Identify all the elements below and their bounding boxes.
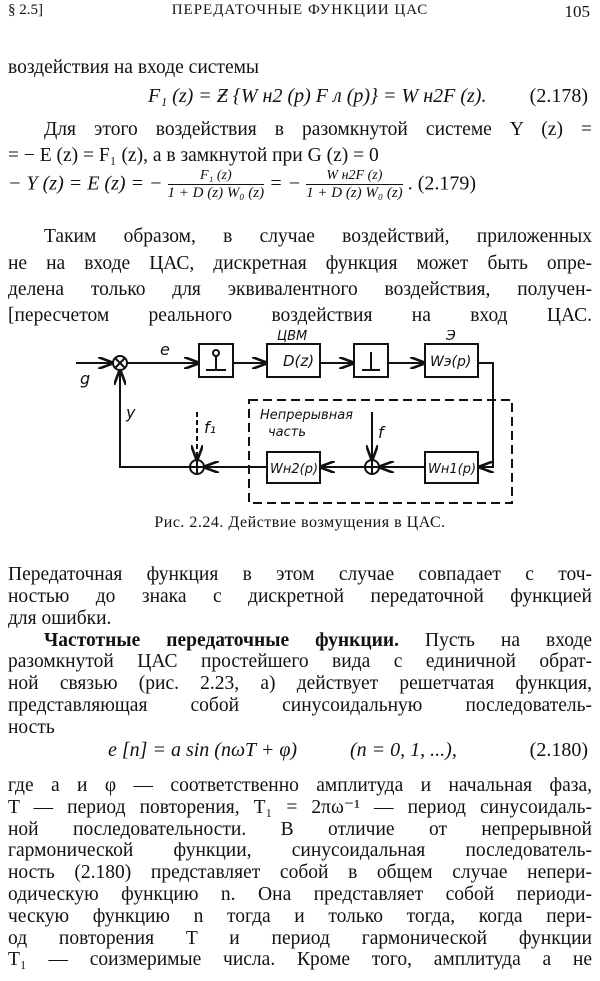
section-number: § 2.5] [8, 2, 43, 18]
text-line: где a и φ — соответственно амплитуда и н… [8, 775, 592, 796]
denominator: 1 + D (z) W₀ (z) [306, 185, 403, 201]
text-line: [пересчетом реального воздействия на вхо… [8, 305, 592, 326]
text-line: ной связью (рис. 2.23, а) действует реше… [8, 673, 592, 694]
label-e: e [160, 340, 170, 359]
equation-number: (2.180) [529, 739, 588, 761]
we-label: Wэ(p) [430, 354, 471, 370]
text-line: воздействия на входе системы [8, 57, 260, 78]
eq-mid: = − [269, 172, 302, 195]
subheading: Частотные передаточные функции. [44, 630, 399, 651]
dz-block [266, 343, 321, 378]
block-diagram: g e y f₁ f ЦВМ Э Непрерывная часть D(z) … [76, 330, 513, 504]
fraction: W н2F (z)1 + D (z) W₀ (z) [306, 168, 403, 202]
text-line: ческую функцию n тогда и только тогда, к… [8, 906, 592, 927]
equation-number: (2.178) [529, 85, 588, 107]
page-number: 105 [564, 2, 591, 21]
text-line: T — период повторения, T₁ = 2πω⁻¹ — пери… [8, 797, 592, 818]
label-f: f [378, 423, 386, 442]
equation-2-179: − Y (z) = E (z) = − F₁ (z)1 + D (z) W₀ (… [8, 168, 476, 202]
text-span: Пусть на входе [398, 630, 592, 651]
equation-number: . (2.179) [407, 172, 477, 195]
equation-2-178: F₁ (z) = Ƶ {W н2 (p) F л (p)} = W н2F (z… [148, 85, 487, 107]
figure-caption: Рис. 2.24. Действие возмущения в ЦАС. [154, 514, 446, 531]
text-line: = − E (z) = F₁ (z), а в замкнутой при G … [8, 145, 379, 166]
hold-block [353, 343, 389, 378]
text-line: не на входе ЦАС, дискретная функция може… [8, 253, 592, 274]
text-line: ной последовательности. В отличие от неп… [8, 819, 592, 840]
text-line: ность (2.180) представляет собой в общем… [8, 862, 592, 883]
text-line: ность [8, 717, 55, 738]
fraction: F₁ (z)1 + D (z) W₀ (z) [167, 168, 265, 202]
label-e-block: Э [445, 330, 456, 344]
text-line: гармонической функции, синусоидальная по… [8, 840, 592, 861]
label-part: часть [268, 425, 306, 440]
text-line: Передаточная функция в этом случае совпа… [8, 564, 592, 585]
text-line: Для этого воздействия в разомкнутой сист… [44, 119, 592, 140]
text-line: делена только для эквивалентного воздейс… [8, 279, 592, 300]
text-line: T₁ — соизмеримые числа. Кроме того, ампл… [8, 949, 592, 970]
numerator: F₁ (z) [167, 168, 265, 185]
continuous-part-frame [248, 399, 513, 504]
label-cvm: ЦВМ [277, 330, 307, 344]
sampler-block [198, 343, 234, 378]
label-f1: f₁ [204, 418, 216, 437]
label-y: y [125, 403, 136, 422]
eq-lhs: − Y (z) = E (z) = − [8, 172, 163, 195]
equation-condition: (n = 0, 1, ...), [350, 739, 457, 761]
wn2-label: Wн2(p) [270, 462, 318, 477]
dz-label: D(z) [283, 352, 314, 370]
text-line: одическую функцию n. Она представляет со… [8, 884, 592, 905]
text-line: представляющая собой синусоидальную посл… [8, 695, 592, 716]
wn1-label: Wн1(p) [428, 462, 476, 477]
label-g: g [80, 369, 90, 388]
numerator: W н2F (z) [306, 168, 403, 185]
equation-2-180: e [n] = a sin (nωT + φ) [108, 739, 298, 761]
we-block [424, 343, 479, 378]
text-line: Частотные передаточные функции. Пусть на… [44, 629, 592, 653]
text-line: разомкнутой ЦАС простейшего вида с едини… [8, 651, 592, 672]
text-line: од повторения T и период гармонической ф… [8, 928, 592, 949]
label-continuous: Непрерывная [260, 408, 353, 423]
denominator: 1 + D (z) W₀ (z) [167, 185, 265, 201]
running-title: ПЕРЕДАТОЧНЫЕ ФУНКЦИИ ЦАС [171, 2, 429, 18]
text-line: Таким образом, в случае воздействий, при… [44, 226, 592, 247]
text-line: для ошибки. [8, 608, 112, 629]
text-line: ностью до знака с дискретной передаточно… [8, 586, 592, 607]
